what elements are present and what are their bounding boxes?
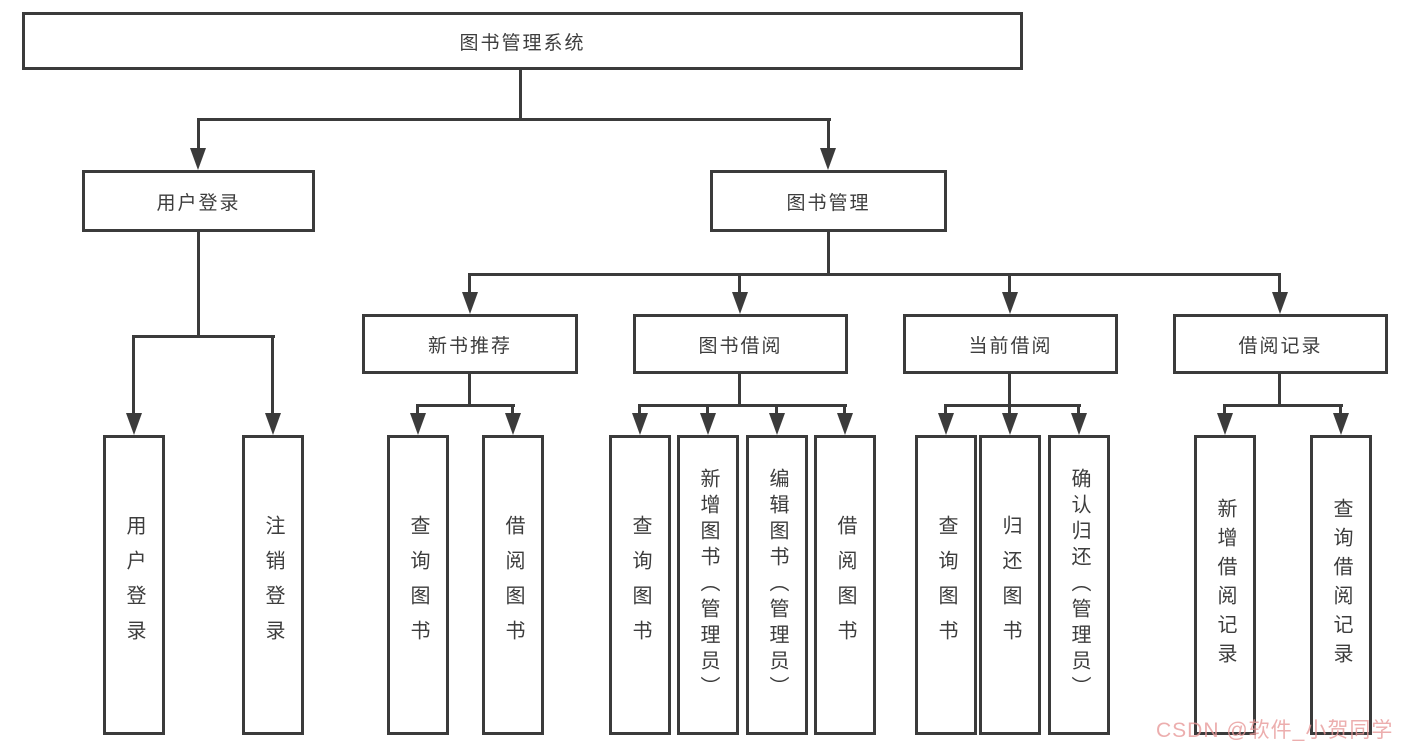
leaf-return-books: 归还图书 [979, 435, 1041, 735]
connector-line [197, 118, 200, 150]
connector-line [1008, 404, 1011, 415]
arrow-down-icon [820, 148, 836, 170]
leaf-query-books-borrow: 查询图书 [609, 435, 671, 735]
connector-line [1223, 404, 1343, 407]
connector-line [132, 335, 275, 338]
connector-line [197, 232, 200, 335]
node-label: 图书管理系统 [459, 32, 586, 54]
leaf-query-books-recommend: 查询图书 [387, 435, 449, 735]
connector-line [511, 404, 514, 415]
connector-line [1278, 273, 1281, 294]
node-label: 图书借阅 [698, 335, 783, 357]
node-label: 新书推荐 [427, 335, 512, 357]
connector-line [468, 273, 1281, 276]
connector-line [1339, 404, 1342, 415]
node-label: 借阅记录 [1238, 335, 1323, 357]
node-label: 当前借阅 [968, 335, 1053, 357]
connector-line [738, 273, 741, 294]
watermark: CSDN @软件_小贺同学 [1156, 719, 1394, 742]
connector-line [197, 118, 831, 121]
arrow-down-icon [265, 413, 281, 435]
connector-line [416, 404, 419, 415]
connector-line [1008, 273, 1011, 294]
leaf-label: 新增借阅记录 [1214, 498, 1236, 672]
connector-line [706, 404, 709, 415]
leaf-label: 查询图书 [629, 515, 651, 655]
leaf-add-borrow-record: 新增借阅记录 [1194, 435, 1256, 735]
leaf-query-borrow-record: 查询借阅记录 [1310, 435, 1372, 735]
leaf-label: 归还图书 [999, 515, 1021, 655]
leaf-edit-books-admin: 编辑图书（管理员） [746, 435, 808, 735]
connector-line [271, 335, 274, 415]
leaf-user-login: 用户登录 [103, 435, 165, 735]
arrow-down-icon [700, 413, 716, 435]
connector-line [132, 335, 135, 415]
leaf-add-books-admin: 新增图书（管理员） [677, 435, 739, 735]
node-borrow-records: 借阅记录 [1173, 314, 1388, 374]
leaf-label: 借阅图书 [834, 515, 856, 655]
leaf-logout: 注销登录 [242, 435, 304, 735]
leaf-borrow-books-borrow: 借阅图书 [814, 435, 876, 735]
arrow-down-icon [837, 413, 853, 435]
arrow-down-icon [410, 413, 426, 435]
connector-line [638, 404, 641, 415]
connector-line [738, 374, 741, 404]
arrow-down-icon [938, 413, 954, 435]
node-label: 图书管理 [786, 192, 871, 214]
node-library-management-system: 图书管理系统 [22, 12, 1023, 70]
node-book-borrow: 图书借阅 [633, 314, 848, 374]
connector-line [468, 273, 471, 294]
leaf-query-books-current: 查询图书 [915, 435, 977, 735]
leaf-label: 查询图书 [935, 515, 957, 655]
node-current-borrow: 当前借阅 [903, 314, 1118, 374]
connector-line [519, 70, 522, 118]
leaf-borrow-books-recommend: 借阅图书 [482, 435, 544, 735]
node-book-management: 图书管理 [710, 170, 947, 232]
node-label: 用户登录 [156, 192, 241, 214]
connector-line [843, 404, 846, 415]
connector-line [468, 374, 471, 404]
connector-line [944, 404, 947, 415]
connector-line [827, 232, 830, 273]
connector-line [1008, 374, 1011, 404]
leaf-label: 用户登录 [123, 515, 145, 655]
connector-line [1077, 404, 1080, 415]
arrow-down-icon [126, 413, 142, 435]
connector-line [1278, 374, 1281, 404]
leaf-label: 借阅图书 [502, 515, 524, 655]
connector-line [1223, 404, 1226, 415]
arrow-down-icon [1217, 413, 1233, 435]
leaf-label: 注销登录 [262, 515, 284, 655]
connector-line [638, 404, 847, 407]
connector-line [775, 404, 778, 415]
arrow-down-icon [769, 413, 785, 435]
arrow-down-icon [632, 413, 648, 435]
leaf-label: 查询借阅记录 [1330, 498, 1352, 672]
leaf-label: 新增图书（管理员） [697, 468, 719, 702]
leaf-label: 查询图书 [407, 515, 429, 655]
connector-line [416, 404, 515, 407]
node-user-login: 用户登录 [82, 170, 315, 232]
leaf-label: 确认归还（管理员） [1068, 468, 1090, 702]
node-new-book-recommend: 新书推荐 [362, 314, 578, 374]
arrow-down-icon [1333, 413, 1349, 435]
arrow-down-icon [505, 413, 521, 435]
leaf-confirm-return-admin: 确认归还（管理员） [1048, 435, 1110, 735]
arrow-down-icon [1002, 292, 1018, 314]
arrow-down-icon [190, 148, 206, 170]
arrow-down-icon [462, 292, 478, 314]
arrow-down-icon [1071, 413, 1087, 435]
arrow-down-icon [732, 292, 748, 314]
connector-line [944, 404, 1081, 407]
arrow-down-icon [1002, 413, 1018, 435]
leaf-label: 编辑图书（管理员） [766, 468, 788, 702]
connector-line [827, 118, 830, 150]
arrow-down-icon [1272, 292, 1288, 314]
